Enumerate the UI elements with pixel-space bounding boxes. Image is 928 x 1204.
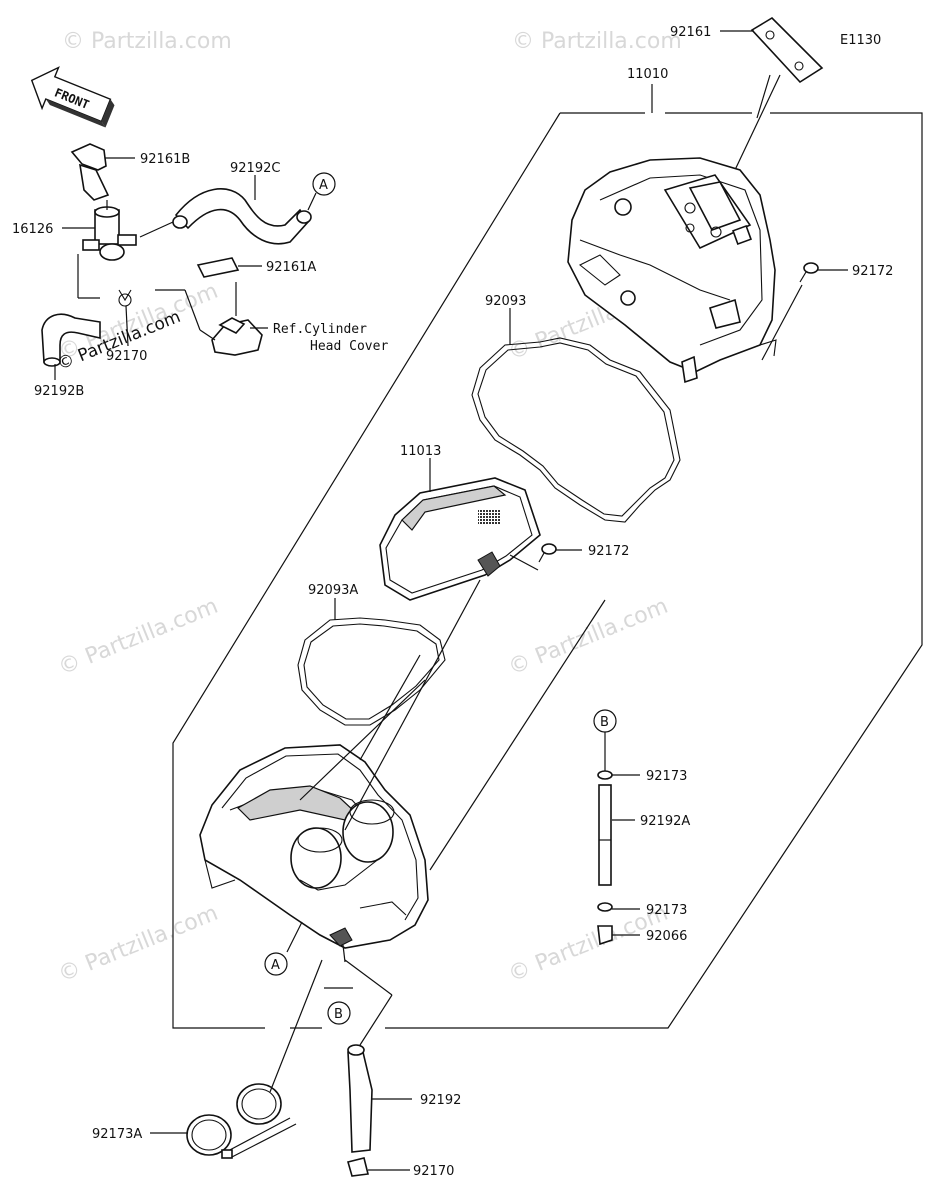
watermark-text: © Partzilla.com [505, 594, 672, 681]
leader-line [342, 944, 346, 963]
watermark-text: © Partzilla.com [55, 594, 222, 681]
leader-line [307, 192, 317, 211]
watermark-text: © Partzilla.com [55, 901, 222, 988]
callout-92173-a: 92173 [646, 769, 687, 784]
leader-line [344, 579, 481, 831]
leader-line [359, 654, 421, 761]
leader-line [756, 74, 771, 119]
leader-line [299, 679, 426, 801]
clip-92173-lower [597, 902, 613, 912]
leader-line [139, 221, 174, 238]
pad-92161 [750, 16, 824, 84]
leader-line [199, 329, 216, 341]
screw-92172-top [799, 262, 819, 283]
marker-a-lower: A [271, 958, 280, 973]
callout-92173-b: 92173 [646, 903, 687, 918]
leader-line [429, 599, 606, 871]
screw-92172-mid [538, 543, 557, 563]
callout-92093: 92093 [485, 294, 526, 309]
diagram-code: E1130 [840, 33, 881, 48]
gasket-92093 [471, 337, 681, 523]
callout-92172-mid: 92172 [588, 544, 629, 559]
clamp-92173A [186, 1083, 297, 1159]
marker-circle-a [264, 952, 288, 976]
tube-92192A [598, 784, 612, 886]
watermark-text: © Partzilla.com [512, 29, 682, 54]
leader-line [286, 921, 303, 953]
callout-11013: 11013 [400, 444, 441, 459]
leader-line [184, 289, 201, 331]
valve-16126 [82, 206, 137, 261]
gasket-92093A [297, 617, 446, 726]
leader-line [761, 284, 803, 361]
cylinder-head-fitting [211, 317, 263, 356]
marker-circle-a [312, 172, 336, 196]
exploded-view-frame [172, 112, 923, 1029]
marker-b-right: B [600, 715, 609, 730]
callout-92161B: 92161B [140, 152, 190, 167]
leader-line [125, 305, 129, 347]
callout-92066: 92066 [646, 929, 687, 944]
watermark-text: © Partzilla.com [62, 29, 232, 54]
pad-92161A [196, 257, 240, 278]
clip-92170-bottom [347, 1157, 369, 1177]
hose-92192 [344, 959, 393, 1153]
lower-airbox-housing [199, 744, 429, 949]
pad-92161B [70, 143, 110, 201]
callout-92173A: 92173A [92, 1127, 142, 1142]
plug-92066 [597, 925, 613, 946]
leader-line [269, 959, 323, 1093]
marker-b-lower: B [334, 1007, 343, 1022]
callout-92192B: 92192B [34, 384, 84, 399]
gasket-92093A-inner [303, 623, 440, 720]
front-arrow-icon: FRONT [30, 66, 115, 128]
callout-92170-bottom: 92170 [413, 1164, 454, 1179]
callout-16126: 16126 [12, 222, 53, 237]
callout-92192C: 92192C [230, 161, 280, 176]
gasket-92093-inner [477, 342, 675, 517]
hose-92192C [172, 188, 312, 245]
air-filter-element-11013 [379, 477, 541, 601]
clip-92170-top [118, 289, 132, 307]
callout-92170-top: 92170 [106, 349, 147, 364]
hose-92192B [41, 313, 101, 367]
callout-92192A: 92192A [640, 814, 690, 829]
upper-airbox-housing [567, 157, 777, 384]
clip-92173-upper [597, 770, 613, 780]
leader-line [509, 554, 539, 571]
marker-circle-b [327, 1001, 351, 1025]
marker-a-upper: A [319, 178, 328, 193]
callout-11010: 11010 [627, 67, 668, 82]
callout-92093A: 92093A [308, 583, 358, 598]
callout-92161: 92161 [670, 25, 711, 40]
callout-92172-top: 92172 [852, 264, 893, 279]
callout-92192: 92192 [420, 1093, 461, 1108]
ref-head-cover-label: Head Cover [310, 339, 388, 354]
callout-92161A: 92161A [266, 260, 316, 275]
ref-cylinder-label: Ref.Cylinder [273, 322, 367, 337]
